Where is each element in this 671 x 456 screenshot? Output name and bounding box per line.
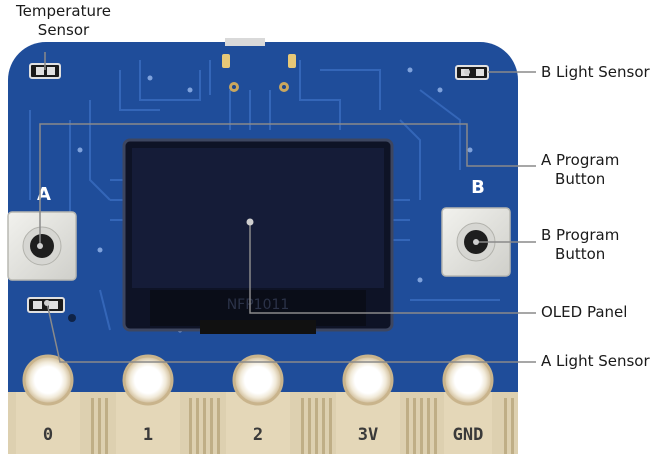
edge-finger [406, 398, 409, 454]
button-b-letter: B [471, 177, 485, 198]
edge-finger [308, 398, 311, 454]
pin-hole-gnd[interactable] [442, 354, 494, 406]
edge-finger [98, 398, 101, 454]
edge-finger [301, 398, 304, 454]
pin-label-3v: 3V [358, 425, 378, 445]
edge-finger [196, 398, 199, 454]
pin-label-1: 1 [143, 425, 153, 445]
edge-finger [329, 398, 332, 454]
edge-finger [105, 398, 108, 454]
oled-panel: NFP1011 [122, 138, 394, 334]
edge-finger [427, 398, 430, 454]
edge-finger [322, 398, 325, 454]
b-light-sensor-label-text: B Light Sensor [541, 63, 650, 81]
a-program-button-label-line1: A Program [541, 151, 620, 169]
edge-finger [217, 398, 220, 454]
temperature-sensor-label-line1: Temperature [16, 2, 112, 20]
pin-label-0: 0 [43, 425, 53, 445]
a-program-button-label-line2: Button [555, 170, 606, 188]
oled-panel-label-text: OLED Panel [541, 303, 628, 321]
a-program-button-label: A Program Button [541, 151, 619, 189]
edge-finger [315, 398, 318, 454]
oled-panel-label: OLED Panel [541, 303, 627, 322]
callout-lines [39, 52, 536, 363]
a-light-sensor-label-text: A Light Sensor [541, 352, 650, 370]
pin-hole-3v[interactable] [342, 354, 394, 406]
b-program-button-label-line1: B Program [541, 226, 620, 244]
b-light-sensor-label: B Light Sensor [541, 63, 650, 82]
edge-finger [189, 398, 192, 454]
oled-silkscreen: NFP1011 [227, 297, 290, 313]
pin-label-2: 2 [253, 425, 263, 445]
b-program-button-label: B Program Button [541, 226, 619, 264]
pin-hole-0[interactable] [22, 354, 74, 406]
temperature-sensor-label: Temperature Sensor [16, 2, 111, 40]
pin-label-gnd: GND [453, 425, 484, 445]
temperature-sensor-label-line2: Sensor [37, 21, 90, 39]
edge-finger [420, 398, 423, 454]
pin-hole-2[interactable] [232, 354, 284, 406]
edge-connector: 0 1 2 3V GND [8, 354, 518, 454]
edge-finger [210, 398, 213, 454]
edge-finger [203, 398, 206, 454]
edge-finger [511, 398, 514, 454]
b-light-sensor-component [455, 65, 489, 80]
b-program-button-label-line2: Button [555, 245, 606, 263]
edge-finger [413, 398, 416, 454]
pin-hole-1[interactable] [122, 354, 174, 406]
edge-finger [91, 398, 94, 454]
top-connector [222, 38, 296, 92]
edge-finger [434, 398, 437, 454]
edge-finger [504, 398, 507, 454]
button-a-letter: A [37, 184, 51, 205]
a-light-sensor-label: A Light Sensor [541, 352, 650, 371]
callout-dots [37, 69, 479, 306]
